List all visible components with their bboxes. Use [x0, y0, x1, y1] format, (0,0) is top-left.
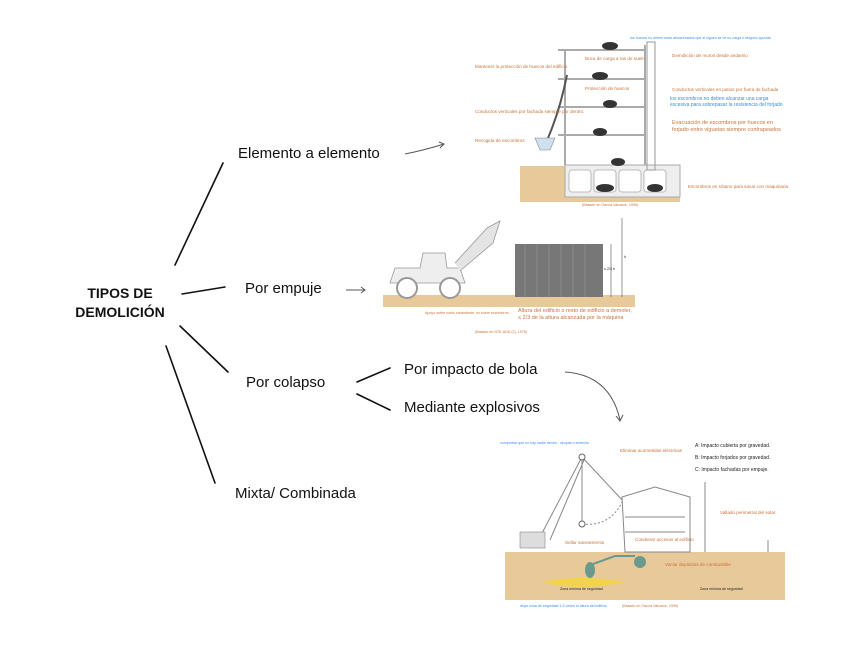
- label-mantener: Mantener la protección de huecos del edi…: [475, 64, 568, 69]
- label-zona-1: Zona mínima de seguridad: [560, 587, 603, 591]
- label-apoyo: Apoyo sobre suelo consistente, no sobre …: [425, 311, 510, 315]
- caption: (Basado en García Valcarce, 1995): [582, 203, 638, 207]
- caption: (Basado en García Valcarce, 1995): [622, 604, 678, 608]
- caption: (Basado en NTE-ADD (3), 1975): [475, 330, 527, 334]
- legend-b: B: Impacto forjados por gravedad.: [695, 455, 770, 461]
- root-title-line2: DEMOLICIÓN: [75, 304, 165, 320]
- arrow-elemento: [404, 143, 445, 155]
- legend-c: C: Impacto fachadas por empuje.: [695, 467, 769, 473]
- label-proteccion: Protección de huecos: [585, 86, 630, 91]
- label-conductos-fachada: Conductos verticales por fachada siempre…: [475, 109, 584, 114]
- label-vallado: Vallado perimetral del solar: [720, 510, 776, 515]
- root-title-line1: TIPOS DE: [87, 285, 153, 301]
- connector-mixta: [165, 345, 216, 484]
- note-mid: los escombros no deben alcanzar una carg…: [670, 96, 783, 108]
- note-bottom: dejar zona de seguridad 1.5 veces la alt…: [520, 604, 607, 608]
- branch-elemento: Elemento a elemento: [238, 145, 380, 162]
- figure-por-colapso: comprobar que no hay nadie dentro : okup…: [500, 441, 785, 608]
- connector-elemento: [174, 162, 224, 266]
- label-boca: Boca de carga a ras de suelo: [585, 56, 645, 61]
- note-top: comprobar que no hay nadie dentro : okup…: [500, 441, 589, 445]
- connector-colapso: [179, 325, 229, 373]
- label-recogida: Recogida de escombros: [475, 138, 525, 143]
- root-node: TIPOS DE DEMOLICIÓN: [60, 284, 180, 322]
- label-sellar: Sellar saneamiento: [565, 540, 605, 545]
- label-zona-2: Zona mínima de seguridad: [700, 587, 743, 591]
- label-conductos-patios: Conductos verticales en patios por fuera…: [672, 87, 779, 92]
- label-evacuacion: Evacuación de escombros por huecos en fo…: [672, 120, 781, 133]
- arrow-colapso: [564, 371, 621, 421]
- branch-colapso: Por colapso: [246, 374, 326, 391]
- connector-explosivos: [356, 393, 391, 411]
- note-top: los huecos no deben estar almacenados qu…: [630, 36, 771, 40]
- legend-a: A: Impacto cubierta por gravedad.: [695, 443, 770, 449]
- dim-two-thirds: ≤ 2/3 h: [604, 267, 615, 271]
- label-eliminar: Eliminar acometidas eléctricas: [620, 448, 683, 453]
- branch-explosivos: Mediante explosivos: [404, 399, 540, 416]
- connector-impacto: [356, 367, 391, 383]
- branch-mixta: Mixta/ Combinada: [235, 485, 356, 502]
- dim-h: h: [624, 255, 626, 259]
- branch-impacto: Por impacto de bola: [404, 361, 538, 378]
- label-demolicion-muros: Demolición de muros desde andamio: [672, 53, 748, 58]
- connector-empuje: [181, 286, 226, 295]
- label-condenar: Condenar accesos al edificio: [635, 537, 694, 542]
- label-vaciar: Vaciar depósitos de combustible: [665, 562, 731, 567]
- figure-por-empuje: ≤ 2/3 h h Apoyo sobre suelo consistente,…: [383, 218, 635, 334]
- branch-empuje: Por empuje: [245, 280, 322, 297]
- label-escombros-sotano: Escombros en sótano para sacar con maqui…: [688, 184, 789, 189]
- figure-elemento-a-elemento: los huecos no deben estar almacenados qu…: [475, 36, 789, 207]
- label-altura: Altura del edificio o resto de edificio …: [518, 308, 632, 321]
